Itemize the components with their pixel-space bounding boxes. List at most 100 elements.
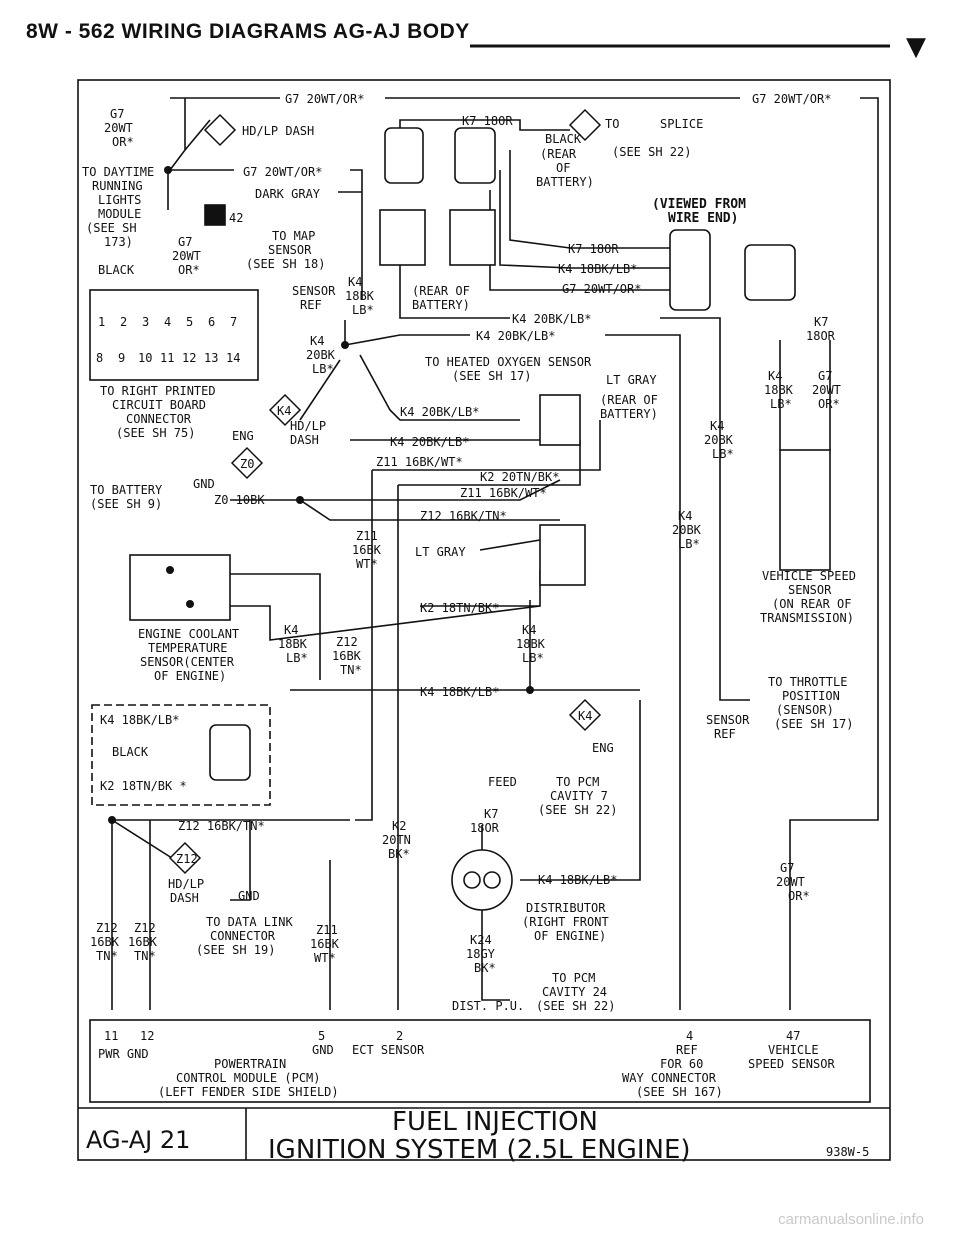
label-tps-1: TO THROTTLE bbox=[768, 675, 847, 689]
pin-10: 10 bbox=[138, 351, 152, 365]
diagram-title-line-2: IGNITION SYSTEM (2.5L ENGINE) bbox=[268, 1135, 691, 1165]
label-18bk-r: 18BK bbox=[764, 383, 794, 397]
label-tps-3: (SENSOR) bbox=[776, 703, 834, 717]
label-z11-v1: Z11 bbox=[356, 529, 378, 543]
label-ref-4: REF bbox=[676, 1043, 698, 1057]
label-g7-br: G7 bbox=[780, 861, 794, 875]
label-to-battery: TO BATTERY bbox=[90, 483, 163, 497]
label-rpc-4: (SEE SH 75) bbox=[116, 426, 195, 440]
label-pcm-3: (LEFT FENDER SIDE SHIELD) bbox=[158, 1085, 339, 1099]
splice-connector bbox=[454, 127, 496, 184]
label-eng-1: ENG bbox=[232, 429, 254, 443]
label-feed: FEED bbox=[488, 775, 517, 789]
label-ect-2: TEMPERATURE bbox=[148, 641, 227, 655]
label-sensor-ref-2: REF bbox=[714, 727, 736, 741]
label-way-connector: WAY CONNECTOR bbox=[622, 1071, 717, 1085]
label-distributor-3: OF ENGINE) bbox=[534, 929, 606, 943]
label-rpc-2: CIRCUIT BOARD bbox=[112, 398, 206, 412]
label-pin-12: 12 bbox=[140, 1029, 154, 1043]
label-vss-2: SENSOR bbox=[788, 583, 832, 597]
label-z11-1: Z11 16BK/WT* bbox=[376, 455, 463, 469]
label-gnd-2: GND bbox=[238, 889, 260, 903]
label-to-pcm-24-1: TO PCM bbox=[552, 971, 595, 985]
label-z11-v3: WT* bbox=[356, 557, 378, 571]
label-vss-1: VEHICLE SPEED bbox=[762, 569, 856, 583]
label-to-pcm-7-3: (SEE SH 22) bbox=[538, 803, 617, 817]
pin-12: 12 bbox=[182, 351, 196, 365]
pin-13: 13 bbox=[204, 351, 218, 365]
label-battery-4: BATTERY) bbox=[600, 407, 658, 421]
label-18or-d: 18OR bbox=[470, 821, 500, 835]
label-k4-e: K4 bbox=[284, 623, 298, 637]
label-20bk-r2: 20BK bbox=[704, 433, 734, 447]
label-to: TO bbox=[605, 117, 619, 131]
pcb-connector bbox=[89, 289, 259, 381]
label-z12-e: Z12 bbox=[336, 635, 358, 649]
label-20wt-br: 20WT bbox=[776, 875, 805, 889]
label-20wt: 20WT bbox=[104, 121, 133, 135]
label-ho2s-1: TO HEATED OXYGEN SENSOR bbox=[425, 355, 592, 369]
label-box-black: BLACK bbox=[112, 745, 149, 759]
label-lt-gray: LT GRAY bbox=[606, 373, 657, 387]
pin-4: 4 bbox=[164, 315, 171, 329]
label-ect-4: OF ENGINE) bbox=[154, 669, 226, 683]
label-hdlp-2: HD/LP bbox=[290, 419, 326, 433]
label-k4-flag: K4 bbox=[277, 404, 291, 418]
label-battery: BATTERY) bbox=[536, 175, 594, 189]
label-lb-b: LB* bbox=[312, 362, 334, 376]
pcm-box bbox=[89, 1019, 871, 1103]
label-of: OF bbox=[556, 161, 570, 175]
label-distributor-2: (RIGHT FRONT bbox=[522, 915, 609, 929]
label-battery-2: BATTERY) bbox=[412, 298, 470, 312]
label-daytime-3: LIGHTS bbox=[98, 193, 141, 207]
label-to-pcm-24-2: CAVITY 24 bbox=[542, 985, 607, 999]
label-k4-d: K4 bbox=[522, 623, 536, 637]
label-20wt-r: 20WT bbox=[812, 383, 841, 397]
label-z0-10bk: Z0 10BK bbox=[214, 493, 265, 507]
label-lb-a: LB* bbox=[352, 303, 374, 317]
vss-sensor-box bbox=[779, 449, 831, 571]
label-lb-c: LB* bbox=[678, 537, 700, 551]
label-k4-dist: K4 18BK/LB* bbox=[538, 873, 617, 887]
g7-flag-icon bbox=[203, 113, 237, 147]
label-z12-1: Z12 16BK/TN* bbox=[420, 509, 507, 523]
ect-sensor-symbol bbox=[129, 554, 231, 621]
label-dash-3: DASH bbox=[170, 891, 199, 905]
g7-top-wire bbox=[169, 97, 879, 860]
flags bbox=[168, 108, 602, 875]
label-distributor-1: DISTRIBUTOR bbox=[526, 901, 606, 915]
label-g7-r: G7 bbox=[818, 369, 832, 383]
k4-flag-icon bbox=[268, 393, 302, 427]
label-rpc-3: CONNECTOR bbox=[126, 412, 192, 426]
pin-3: 3 bbox=[142, 315, 149, 329]
label-lb-d: LB* bbox=[522, 651, 544, 665]
page-code: AG-AJ 21 bbox=[86, 1126, 190, 1154]
label-box-k2: K2 18TN/BK * bbox=[100, 779, 187, 793]
label-k7-mid: K7 18OR bbox=[568, 242, 619, 256]
map-connector-a bbox=[379, 209, 426, 266]
label-k2-20tn: K2 20TN/BK* bbox=[480, 470, 559, 484]
label-k4-c: K4 bbox=[678, 509, 692, 523]
label-see-sh-22: (SEE SH 22) bbox=[612, 145, 691, 159]
label-viewed-from: (VIEWED FROM bbox=[652, 197, 746, 212]
label-map-1: TO MAP bbox=[272, 229, 315, 243]
label-daytime-2: RUNNING bbox=[92, 179, 143, 193]
label-z12-l1: Z12 bbox=[96, 921, 118, 935]
label-pin-47: 47 bbox=[786, 1029, 800, 1043]
label-tps-4: (SEE SH 17) bbox=[774, 717, 853, 731]
label-eng-2: ENG bbox=[592, 741, 614, 755]
ho2s-connector bbox=[539, 394, 581, 446]
label-z12-r2: 16BK bbox=[128, 935, 158, 949]
label-g7-mid: G7 20WT/OR* bbox=[243, 165, 322, 179]
label-lb-e: LB* bbox=[286, 651, 308, 665]
label-g7: G7 bbox=[110, 107, 124, 121]
pin-5: 5 bbox=[186, 315, 193, 329]
label-dlc-2: CONNECTOR bbox=[210, 929, 276, 943]
label-wire-end: WIRE END) bbox=[668, 211, 738, 226]
label-20tn-v: 20TN bbox=[382, 833, 411, 847]
label-rear-of-3: (REAR OF bbox=[600, 393, 658, 407]
label-gnd-1: GND bbox=[193, 477, 215, 491]
wires bbox=[77, 79, 891, 1161]
diagram-title-line-1: FUEL INJECTION bbox=[392, 1107, 598, 1137]
